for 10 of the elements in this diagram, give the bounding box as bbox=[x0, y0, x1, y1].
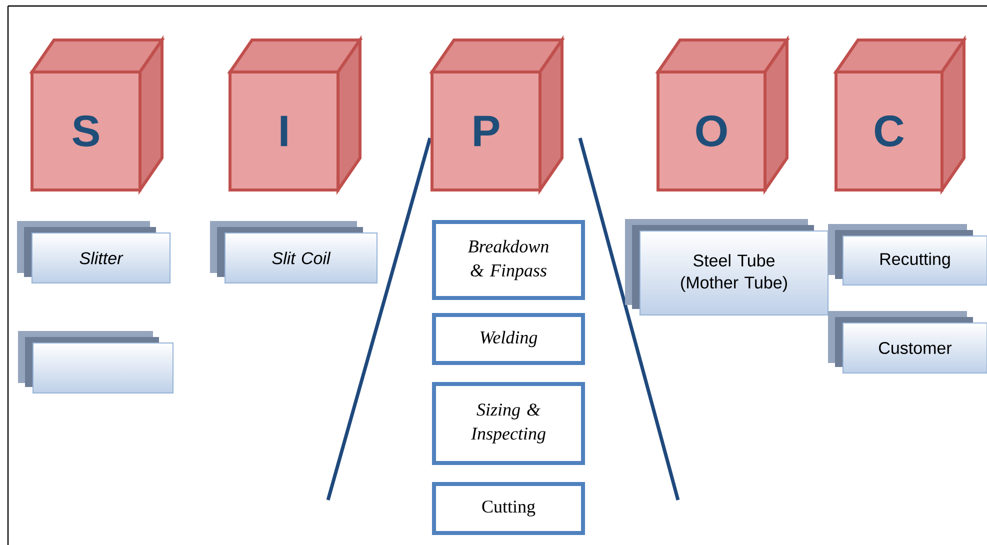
process-box: Welding bbox=[432, 313, 585, 365]
label-card: Customer bbox=[828, 311, 987, 374]
process-box: Breakdown & Finpass bbox=[432, 220, 585, 300]
label-card: Slitter bbox=[17, 221, 170, 284]
empty-card bbox=[18, 331, 174, 394]
label-card: Recutting bbox=[828, 224, 987, 286]
label-card: Steel Tube (Mother Tube) bbox=[625, 219, 828, 316]
label-card: Slit Coil bbox=[210, 221, 378, 284]
process-box: Cutting bbox=[432, 482, 585, 535]
process-box: Sizing & Inspecting bbox=[432, 382, 585, 465]
